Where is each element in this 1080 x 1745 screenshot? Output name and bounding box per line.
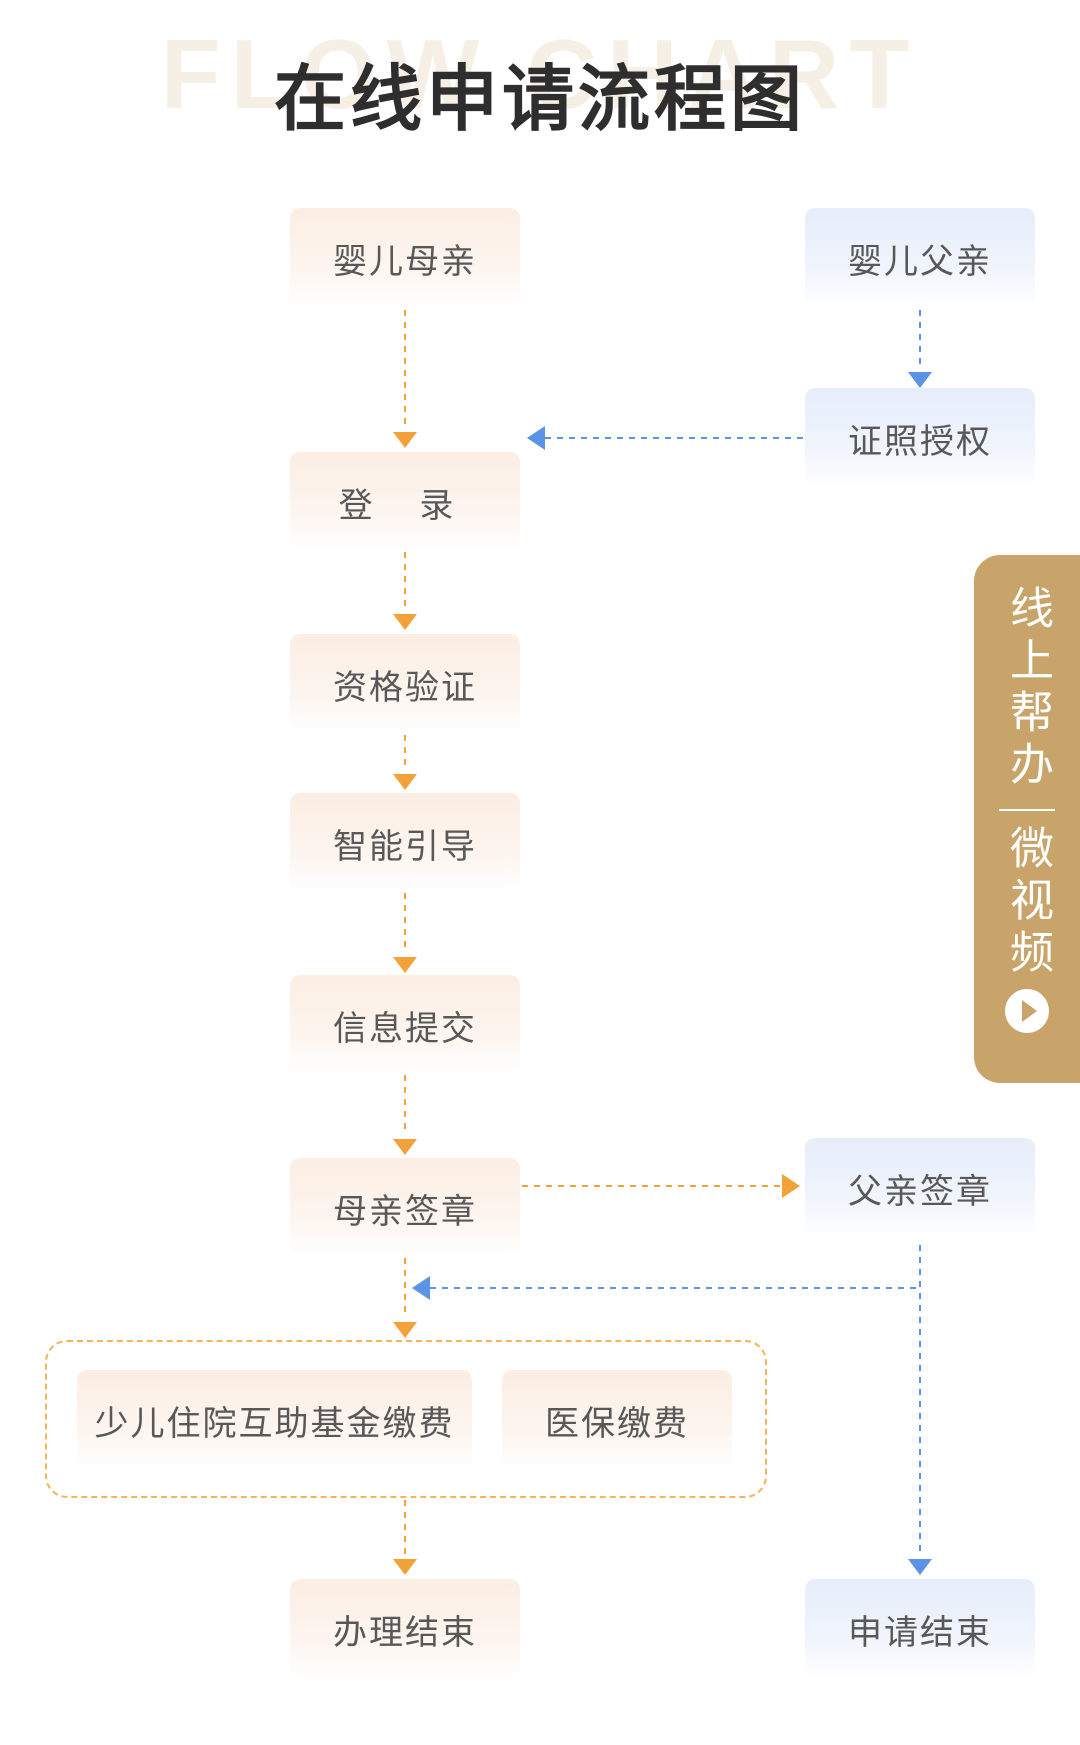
arrowhead	[393, 774, 417, 790]
node-process-end: 办理结束	[290, 1579, 520, 1679]
arrowhead	[393, 432, 417, 448]
page-title: 在线申请流程图	[273, 57, 806, 141]
node-label: 证照授权	[848, 421, 992, 462]
node-label: 医保缴费	[545, 1403, 689, 1444]
arrowhead	[393, 1322, 417, 1338]
payment-group	[45, 1340, 767, 1498]
node-smart-guide: 智能引导	[290, 793, 520, 893]
node-label: 婴儿母亲	[333, 241, 477, 282]
node-label: 办理结束	[333, 1612, 477, 1653]
arrowhead	[393, 1139, 417, 1155]
online-help-video-tab[interactable]: 线上帮办 微视频	[974, 555, 1080, 1083]
side-tab-line2: 微视频	[1002, 825, 1053, 981]
watermark-text: FLOW CHART	[160, 19, 920, 129]
node-label: 申请结束	[848, 1612, 992, 1653]
arrowhead	[908, 1559, 932, 1575]
arrowhead	[393, 957, 417, 973]
arrowhead	[393, 614, 417, 630]
side-tab-line1: 线上帮办	[1002, 585, 1053, 793]
side-tab-divider	[999, 809, 1055, 811]
node-info-submit: 信息提交	[290, 975, 520, 1075]
node-label: 母亲签章	[333, 1191, 477, 1232]
node-infant-mother: 婴儿母亲	[290, 208, 520, 308]
node-cert-auth: 证照授权	[805, 388, 1035, 488]
node-label: 资格验证	[333, 667, 477, 708]
node-label: 信息提交	[333, 1008, 477, 1049]
node-label: 父亲签章	[848, 1171, 992, 1212]
arrowhead	[412, 1276, 430, 1300]
node-infant-father: 婴儿父亲	[805, 208, 1035, 308]
node-fund-payment: 少儿住院互助基金缴费	[77, 1370, 472, 1470]
node-father-sign: 父亲签章	[805, 1138, 1035, 1238]
arrowhead	[527, 426, 545, 450]
node-label: 婴儿父亲	[848, 241, 992, 282]
node-medical-payment: 医保缴费	[502, 1370, 732, 1470]
node-label: 智能引导	[333, 826, 477, 867]
node-label: 登 录	[338, 485, 472, 526]
node-apply-end: 申请结束	[805, 1579, 1035, 1679]
node-login: 登 录	[290, 452, 520, 552]
node-mother-sign: 母亲签章	[290, 1158, 520, 1258]
node-qualification: 资格验证	[290, 634, 520, 734]
arrowhead	[393, 1559, 417, 1575]
arrowhead	[782, 1174, 800, 1198]
play-icon[interactable]	[1005, 989, 1049, 1033]
node-label: 少儿住院互助基金缴费	[94, 1403, 455, 1444]
arrowhead	[908, 372, 932, 388]
